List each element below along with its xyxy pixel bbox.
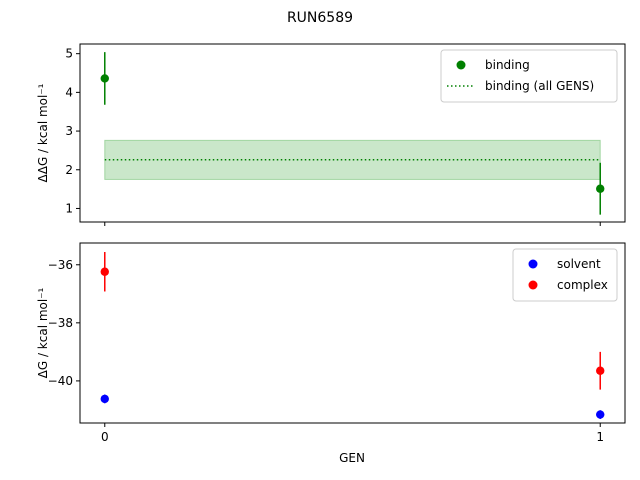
- plot-frame: [79, 43, 626, 223]
- plot-frame: [79, 242, 626, 424]
- y-tick-label: 4: [65, 85, 73, 99]
- data-point: [100, 74, 109, 83]
- legend-marker: [456, 60, 466, 70]
- legend-box: [440, 49, 618, 103]
- panel-2: −36 −38 −40 0 1 ΔG / kcal mol⁻¹ solvent complex: [36, 242, 626, 444]
- data-point: [100, 267, 109, 276]
- legend: binding binding (all GENS): [440, 49, 618, 103]
- x-tick-label: 0: [101, 430, 109, 444]
- legend-label: binding (all GENS): [485, 79, 594, 93]
- legend-box: [512, 248, 618, 302]
- data-point: [596, 366, 605, 375]
- chart-title: RUN6589: [287, 10, 353, 26]
- data-point: [596, 184, 605, 193]
- legend-label: binding: [485, 58, 530, 72]
- legend-label: complex: [557, 278, 608, 292]
- y-tick-label: 1: [65, 201, 73, 215]
- y-tick-label: 3: [65, 124, 73, 138]
- data-point: [596, 410, 605, 419]
- legend: solvent complex: [512, 248, 618, 302]
- legend-label: solvent: [557, 257, 601, 271]
- legend-marker: [528, 259, 538, 269]
- x-tick-label: 1: [596, 430, 604, 444]
- y-tick-label: −40: [48, 374, 73, 388]
- legend-marker: [528, 280, 538, 290]
- y-axis-label: ΔG / kcal mol⁻¹: [36, 287, 50, 378]
- y-tick-label: 5: [65, 47, 73, 61]
- y-tick-label: −36: [48, 258, 73, 272]
- y-axis-label: ΔΔG / kcal mol⁻¹: [36, 83, 50, 182]
- data-point: [100, 394, 109, 404]
- y-tick-label: −38: [48, 316, 73, 330]
- y-tick-label: 2: [65, 163, 73, 177]
- x-axis-label: GEN: [339, 451, 365, 465]
